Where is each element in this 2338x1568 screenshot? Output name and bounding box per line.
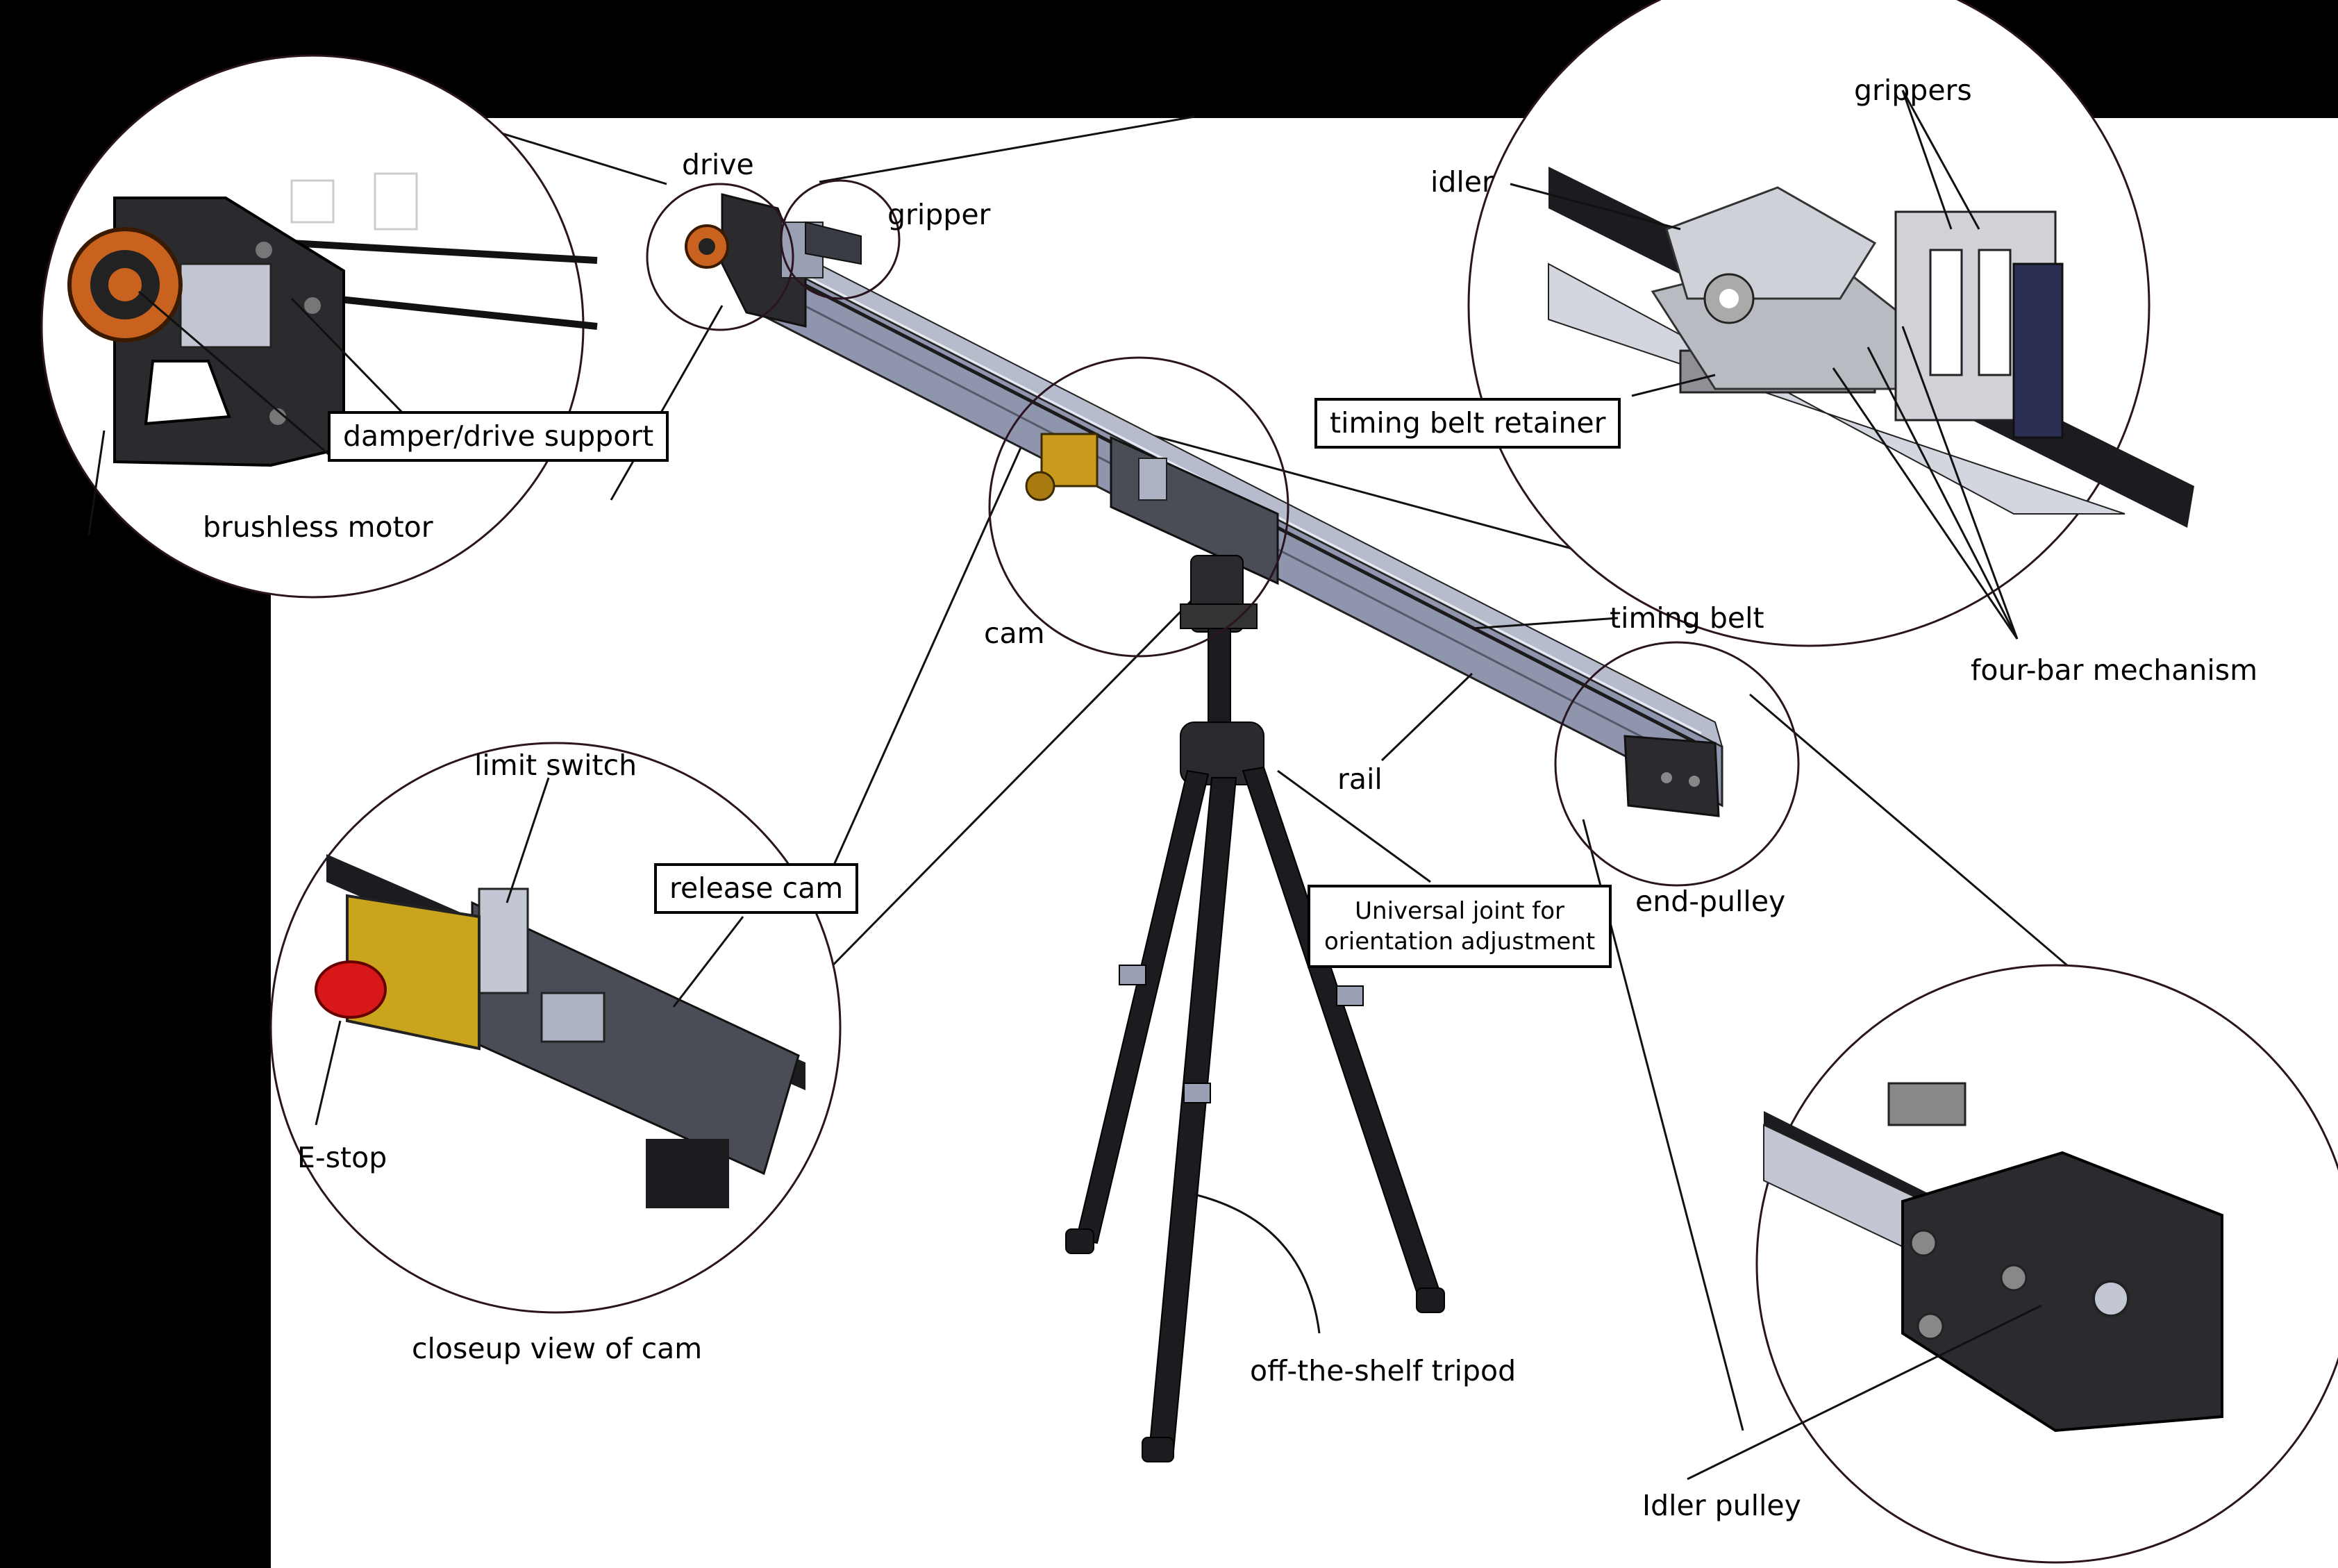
label-universal-joint-line2: orientation adjustment	[1324, 928, 1596, 956]
label-idler: idler	[1430, 165, 1494, 199]
label-closeup-view-of-cam: closeup view of cam	[412, 1332, 703, 1365]
label-four-bar-mechanism: four-bar mechanism	[1971, 653, 2258, 687]
label-damper-drive-support: damper/drive support	[328, 411, 669, 462]
label-drive: drive	[682, 148, 754, 181]
label-rail: rail	[1337, 762, 1383, 796]
motor-zoom-content	[67, 172, 598, 467]
label-brushless-motor: brushless motor	[203, 510, 433, 544]
end-pulley-highlight-circle	[1554, 641, 1800, 887]
cam-highlight-circle	[988, 356, 1289, 658]
tripod-center-column	[1208, 628, 1231, 733]
gripper-block	[805, 221, 862, 265]
label-limit-switch: limit switch	[474, 749, 637, 782]
gripper-highlight-circle	[780, 179, 901, 300]
label-grippers: grippers	[1854, 74, 1972, 107]
label-timing-belt-retainer: timing belt retainer	[1314, 398, 1621, 449]
label-release-cam: release cam	[654, 863, 859, 915]
estop-button	[315, 960, 387, 1019]
gripper-zoom-content	[1548, 167, 2194, 528]
rail-assembly	[685, 193, 1723, 817]
end-pulley-plate	[1901, 1151, 2223, 1433]
label-end-pulley: end-pulley	[1635, 885, 1786, 918]
idler-pulley-wheel	[2092, 1280, 2130, 1317]
label-timing-belt: timing belt	[1610, 601, 1764, 635]
tripod-leg-left	[1075, 769, 1210, 1244]
label-universal-joint-line1: Universal joint for	[1355, 897, 1564, 925]
idler-pulley-zoom-content	[1763, 1082, 2223, 1433]
label-off-the-shelf-tripod: off-the-shelf tripod	[1250, 1354, 1517, 1387]
cam-knob	[1025, 471, 1055, 501]
limit-switch-body	[478, 887, 529, 994]
label-cam: cam	[984, 617, 1045, 650]
annotation-leaders	[87, 90, 2042, 1481]
drive-highlight-circle	[646, 183, 794, 331]
label-idler-pulley: Idler pulley	[1642, 1489, 1801, 1522]
tripod	[1065, 555, 1446, 1462]
label-e-stop: E-stop	[297, 1141, 387, 1174]
cam-zoom-content	[315, 854, 805, 1208]
drawing-background-top	[486, 118, 2338, 125]
label-universal-joint: Universal joint for orientation adjustme…	[1308, 885, 1612, 969]
label-gripper: gripper	[887, 198, 991, 231]
